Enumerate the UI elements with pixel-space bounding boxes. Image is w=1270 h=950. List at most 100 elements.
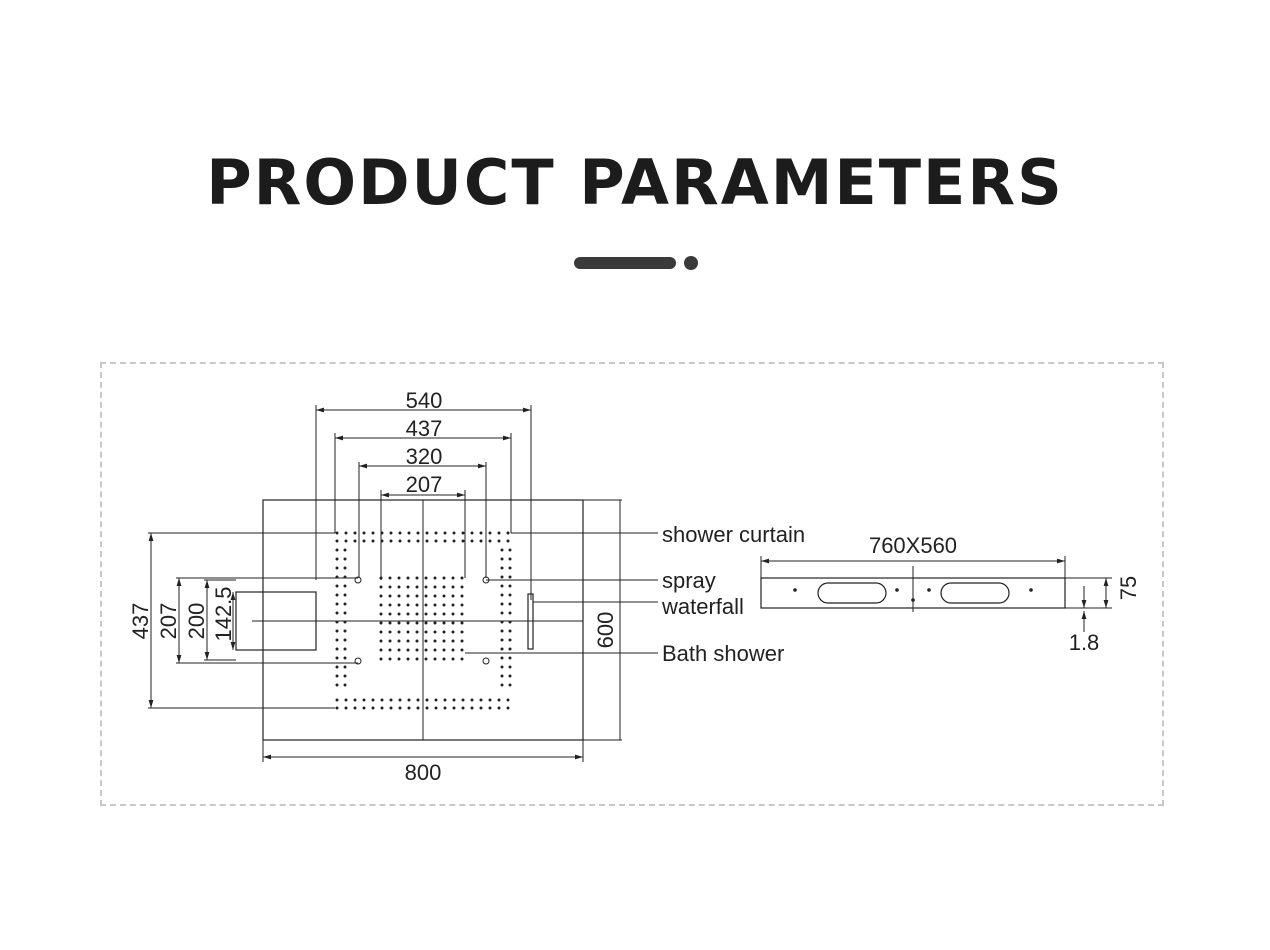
nozzle-dot [500, 638, 504, 642]
nozzle-dot [451, 594, 455, 598]
nozzle-dot [461, 531, 465, 535]
nozzle-dot [497, 531, 501, 535]
nozzle-dot [343, 620, 347, 624]
nozzle-dot [343, 548, 347, 552]
nozzle-dot [443, 539, 447, 543]
nozzle-dot [508, 575, 512, 579]
nozzle-dot [508, 548, 512, 552]
dim-label-207-left: 207 [156, 603, 181, 640]
nozzle-dot [500, 611, 504, 615]
nozzle-dot [433, 603, 437, 607]
nozzle-dot [353, 531, 357, 535]
nozzle-dot [344, 698, 348, 702]
nozzle-dot [343, 557, 347, 561]
nozzle-dot [406, 639, 410, 643]
nozzle-dot [343, 656, 347, 660]
nozzle-dot [508, 620, 512, 624]
nozzle-dot [362, 698, 366, 702]
nozzle-dot [506, 531, 510, 535]
nozzle-dot [508, 566, 512, 570]
nozzle-dot [343, 683, 347, 687]
nozzle-dot [415, 585, 419, 589]
nozzle-dot [500, 593, 504, 597]
nozzle-dot [433, 576, 437, 580]
divider-dot [684, 256, 698, 270]
dim-label-1-8: 1.8 [1069, 630, 1100, 655]
nozzle-dot [433, 585, 437, 589]
nozzle-dot [415, 603, 419, 607]
nozzle-dot [500, 647, 504, 651]
dim-label-320: 320 [406, 444, 443, 469]
nozzle-dot [424, 603, 428, 607]
nozzle-dot [415, 630, 419, 634]
nozzle-dot [415, 621, 419, 625]
nozzle-dot [388, 630, 392, 634]
nozzle-dot [424, 630, 428, 634]
nozzle-dot [398, 539, 402, 543]
nozzle-dot [452, 531, 456, 535]
nozzle-dot [451, 630, 455, 634]
nozzle-dot [397, 630, 401, 634]
nozzle-dot [434, 531, 438, 535]
nozzle-dot [424, 594, 428, 598]
nozzle-dot [500, 584, 504, 588]
nozzle-dot [461, 539, 465, 543]
nozzle-dot [406, 657, 410, 661]
nozzle-dot [442, 639, 446, 643]
nozzle-dot [388, 657, 392, 661]
nozzle-dot [434, 706, 438, 710]
nozzle-dot [407, 706, 411, 710]
nozzle-dot [442, 621, 446, 625]
nozzle-dot [371, 698, 375, 702]
nozzle-dot [335, 647, 339, 651]
nozzle-dot [479, 531, 483, 535]
nozzle-dot [470, 706, 474, 710]
nozzle-dot [415, 594, 419, 598]
nozzle-dot [388, 576, 392, 580]
nozzle-dot [460, 576, 464, 580]
nozzle-dot [508, 557, 512, 561]
nozzle-dot [406, 612, 410, 616]
nozzle-dot [460, 585, 464, 589]
front-view: 540 437 320 207 800 600 437 207 200 142.… [128, 388, 805, 785]
nozzle-dot [461, 706, 465, 710]
nozzle-dot [442, 657, 446, 661]
nozzle-dot [397, 657, 401, 661]
nozzle-dot [335, 593, 339, 597]
side-hole-4 [1029, 588, 1033, 592]
nozzle-dot [335, 629, 339, 633]
nozzle-dot [470, 539, 474, 543]
nozzle-grid [335, 531, 512, 710]
nozzle-dot [424, 648, 428, 652]
nozzle-dot [425, 539, 429, 543]
nozzle-dot [398, 531, 402, 535]
nozzle-dot [406, 621, 410, 625]
nozzle-dot [344, 706, 348, 710]
nozzle-dot [442, 630, 446, 634]
page-title: PRODUCT PARAMETERS [206, 146, 1064, 219]
nozzle-dot [343, 638, 347, 642]
nozzle-dot [343, 674, 347, 678]
nozzle-dot [500, 629, 504, 633]
nozzle-dot [379, 612, 383, 616]
nozzle-dot [335, 638, 339, 642]
nozzle-dot [335, 548, 339, 552]
title-divider [574, 255, 704, 273]
nozzle-dot [425, 706, 429, 710]
dim-label-540: 540 [406, 388, 443, 413]
nozzle-dot [335, 620, 339, 624]
callout-waterfall: waterfall [661, 594, 744, 619]
nozzle-dot [379, 585, 383, 589]
side-slot-right [940, 582, 1010, 604]
dim-label-437-left: 437 [128, 603, 153, 640]
nozzle-dot [371, 539, 375, 543]
side-view: 760X560 75 1.8 [760, 533, 1141, 655]
nozzle-dot [397, 621, 401, 625]
nozzle-dot [479, 539, 483, 543]
nozzle-dot [500, 548, 504, 552]
nozzle-dot [470, 698, 474, 702]
nozzle-dot [508, 638, 512, 642]
nozzle-dot [433, 657, 437, 661]
nozzle-dot [398, 698, 402, 702]
